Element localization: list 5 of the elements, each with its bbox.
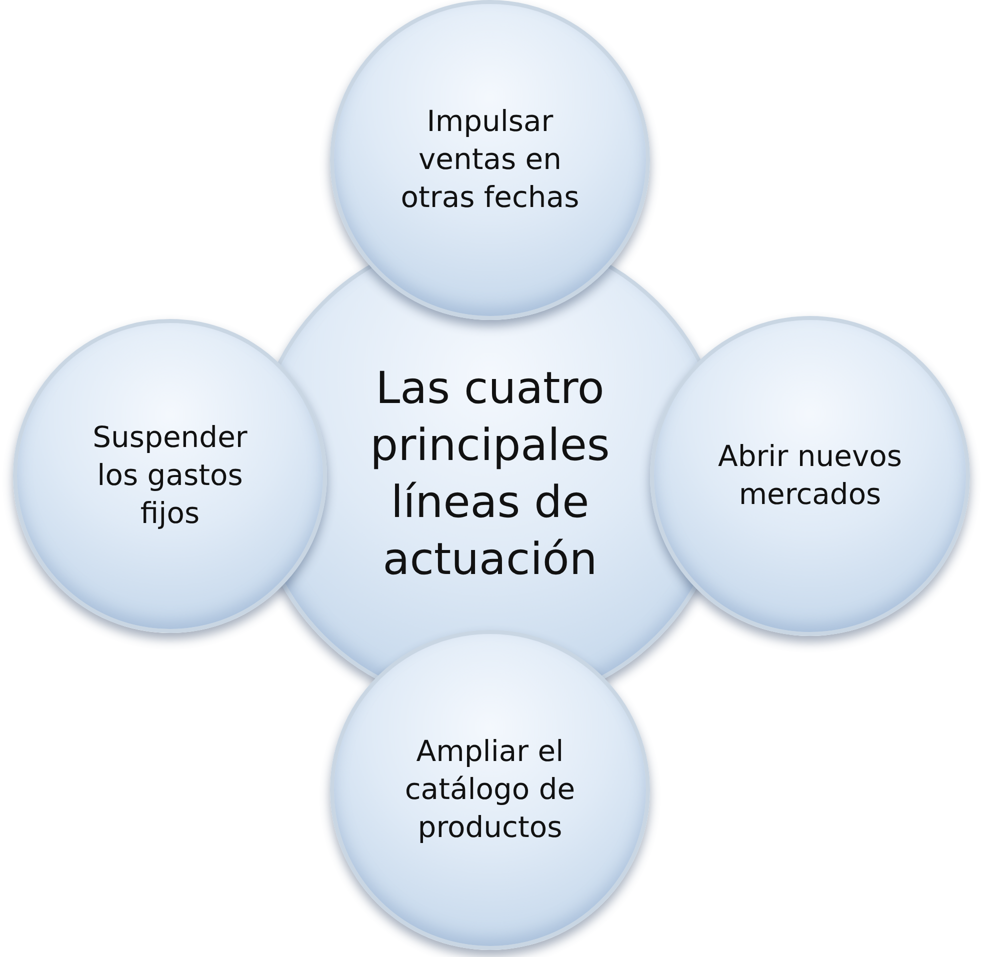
circle-label: Abrir nuevos mercados <box>717 438 903 513</box>
central-heading: Las cuatro principales líneas de actuación <box>369 362 611 588</box>
circle-label: Impulsar ventas en otras fechas <box>400 103 580 216</box>
circle-label: Ampliar el catálogo de productos <box>404 733 576 846</box>
circle-label: Suspender los gastos fijos <box>92 419 248 532</box>
